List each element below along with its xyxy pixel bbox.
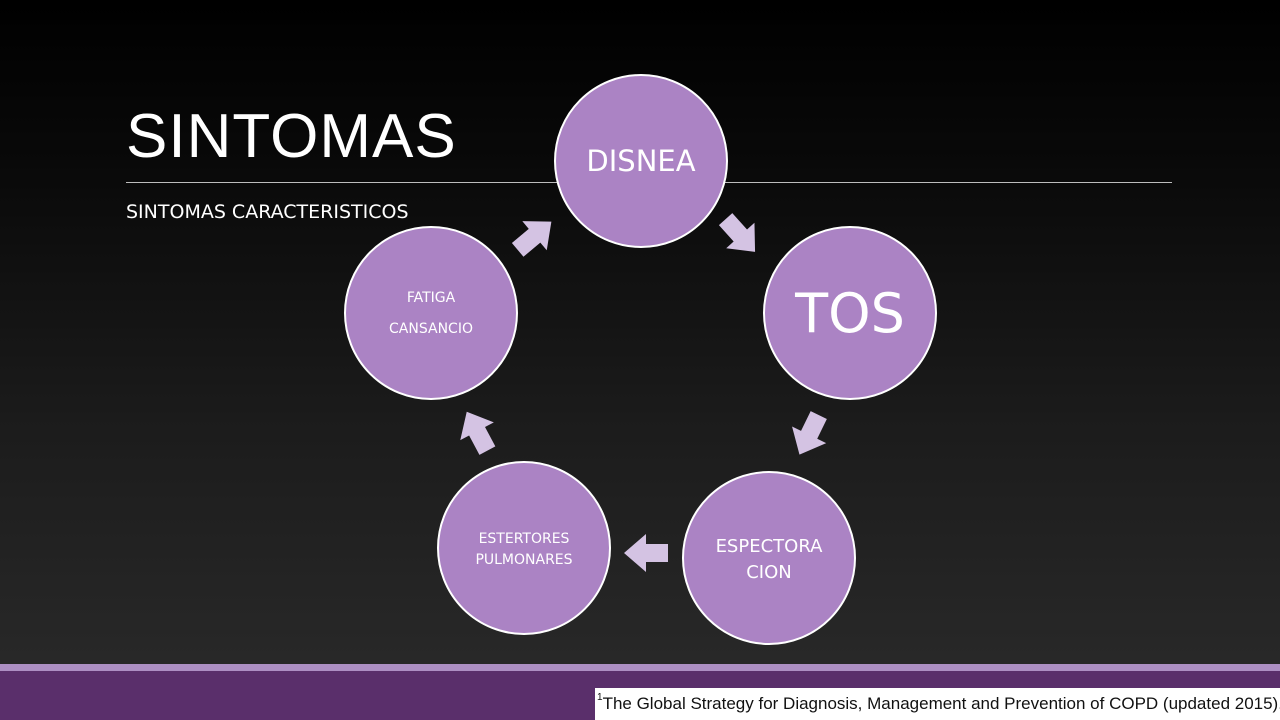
node-label-disnea: DISNEA [586,144,695,178]
arrow-espectoracion-to-estertores [624,534,668,572]
arrow-fatiga-to-disnea [511,221,552,257]
arrow-estertores-to-fatiga [460,411,496,455]
citation-box: 1The Global Strategy for Diagnosis, Mana… [595,688,1280,720]
arrow-tos-to-espectoracion [792,411,827,455]
node-disnea: DISNEA [554,74,728,248]
node-label-estertores-1: ESTERTORES [479,531,570,547]
node-tos: TOS [763,226,937,400]
node-fatiga: FATIGA CANSANCIO [344,226,518,400]
node-label-fatiga-2: CANSANCIO [389,321,473,337]
citation-text: The Global Strategy for Diagnosis, Manag… [602,694,1280,713]
arrow-disnea-to-tos [718,213,756,252]
citation-mark: 1 [597,692,603,703]
node-label-espectoracion-2: CION [746,562,792,583]
slide-subtitle: SINTOMAS CARACTERISTICOS [126,201,409,223]
node-label-fatiga-1: FATIGA [407,290,456,306]
node-label-estertores-2: PULMONARES [475,552,572,568]
node-estertores: ESTERTORES PULMONARES [437,461,611,635]
node-espectoracion: ESPECTORA CION [682,471,856,645]
node-label-espectoracion-1: ESPECTORA [716,536,824,557]
slide-title: SINTOMAS [126,102,457,171]
footer-accent-stripe [0,664,1280,671]
node-label-tos: TOS [794,282,905,345]
